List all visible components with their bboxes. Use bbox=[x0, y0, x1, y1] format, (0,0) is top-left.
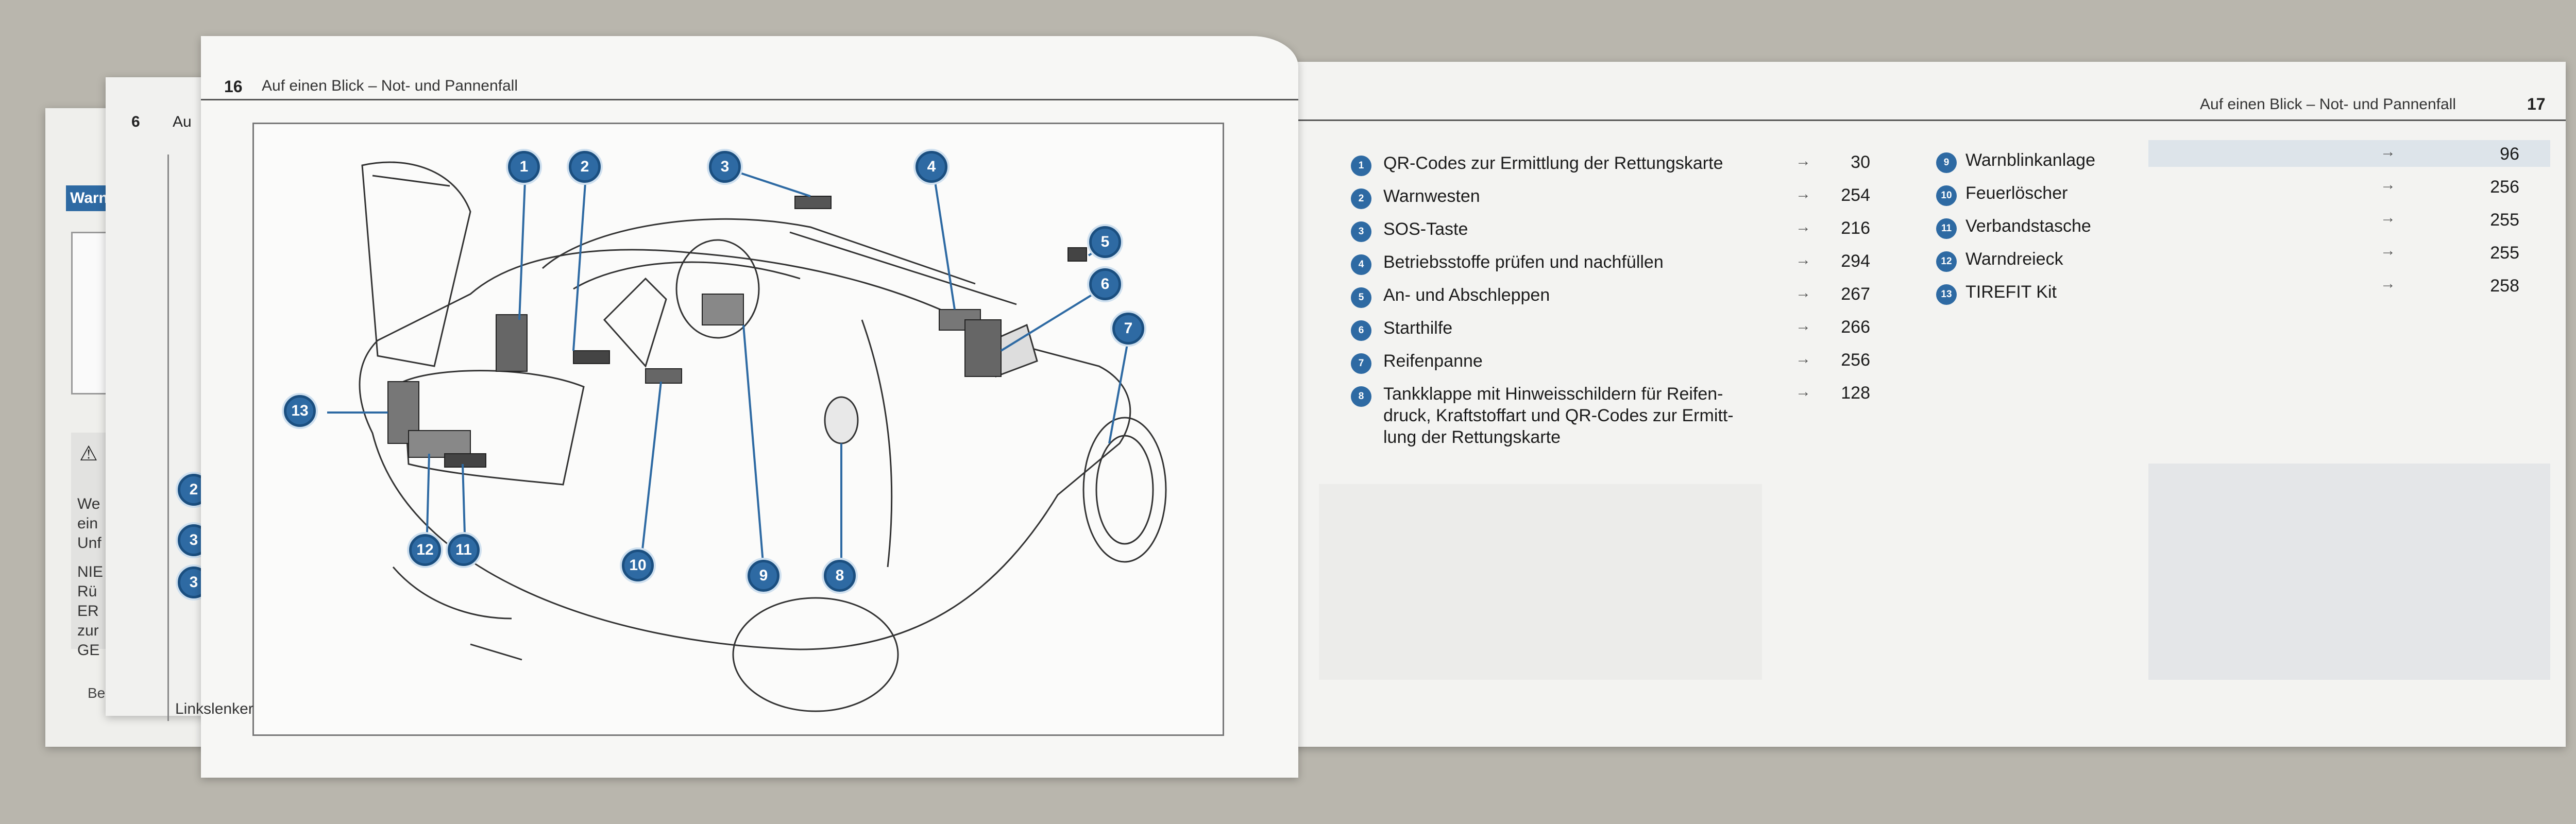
list-item-3-badge: 3 bbox=[1351, 221, 1371, 242]
list-item-13-label: TIREFIT Kit bbox=[1965, 282, 2057, 302]
callout-9: 9 bbox=[748, 560, 779, 592]
list-item-5-page: 267 bbox=[1841, 284, 1870, 304]
list-item-2-label: Warnwesten bbox=[1383, 186, 1480, 206]
list-item-10-page: 256 bbox=[2490, 177, 2519, 197]
list-item-2-badge: 2 bbox=[1351, 188, 1371, 209]
callout-12: 12 bbox=[409, 534, 441, 566]
back-page-header: Au bbox=[173, 113, 192, 130]
list-item-4-page: 294 bbox=[1841, 251, 1870, 271]
list-item-13-badge: 13 bbox=[1936, 284, 1957, 305]
list-item-1-label: QR-Codes zur Ermittlung der Rettungskart… bbox=[1383, 153, 1723, 173]
list-item-10-badge: 10 bbox=[1936, 185, 1957, 206]
left-page-header: Auf einen Blick – Not- und Pannenfall bbox=[262, 77, 518, 94]
callout-10: 10 bbox=[622, 550, 654, 581]
callout-1: 1 bbox=[508, 151, 540, 183]
callout-11: 11 bbox=[448, 534, 480, 566]
list-item-5-badge: 5 bbox=[1351, 287, 1371, 308]
callout-2: 2 bbox=[569, 151, 601, 183]
right-page-header: Auf einen Blick – Not- und Pannenfall bbox=[2200, 96, 2456, 113]
car-illustration bbox=[327, 161, 1167, 712]
list-item-13-page: 258 bbox=[2490, 276, 2519, 296]
callout-7: 7 bbox=[1112, 313, 1144, 345]
list-item-6-badge: 6 bbox=[1351, 320, 1371, 341]
list-item-12-page: 255 bbox=[2490, 243, 2519, 263]
callout-13: 13 bbox=[284, 395, 316, 427]
list-item-12-label: Warndreieck bbox=[1965, 249, 2063, 269]
list-item-8-badge: 8 bbox=[1351, 386, 1371, 407]
list-item-5-label: An- und Abschleppen bbox=[1383, 285, 1550, 305]
warning-tab-label: Warn bbox=[70, 190, 108, 207]
list-item-6-page: 266 bbox=[1841, 317, 1870, 337]
list-item-9-badge: 9 bbox=[1936, 152, 1957, 173]
list-item-3-label: SOS-Taste bbox=[1383, 219, 1468, 239]
list-item-12-badge: 12 bbox=[1936, 251, 1957, 272]
list-item-7-badge: 7 bbox=[1351, 353, 1371, 374]
list-item-10-label: Feuerlöscher bbox=[1965, 183, 2068, 203]
list-item-8-page: 128 bbox=[1841, 383, 1870, 403]
list-item-8-label: Tankklappe mit Hinweisschildern für Reif… bbox=[1383, 384, 1723, 404]
callout-5: 5 bbox=[1089, 226, 1121, 258]
illustration-frame bbox=[252, 123, 1224, 736]
left-page-number: 16 bbox=[224, 77, 243, 96]
back-page-number: 6 bbox=[131, 113, 140, 130]
list-item-2-page: 254 bbox=[1841, 185, 1870, 205]
list-item-11-label: Verbandstasche bbox=[1965, 216, 2091, 236]
list-item-6-label: Starthilfe bbox=[1383, 318, 1453, 338]
callout-4: 4 bbox=[916, 151, 947, 183]
left-page-footer: Linkslenker bbox=[175, 700, 253, 717]
list-item-11-page: 255 bbox=[2490, 210, 2519, 230]
list-item-1-page: 30 bbox=[1851, 152, 1870, 172]
list-item-8-label-line3: lung der Rettungskarte bbox=[1383, 427, 1561, 447]
left-page: 16 Auf einen Blick – Not- und Pannenfall bbox=[175, 36, 1298, 778]
list-item-7-page: 256 bbox=[1841, 350, 1870, 370]
list-item-7-label: Reifenpanne bbox=[1383, 351, 1483, 371]
list-item-3-page: 216 bbox=[1841, 218, 1870, 238]
callout-3: 3 bbox=[709, 151, 741, 183]
list-item-11-badge: 11 bbox=[1936, 218, 1957, 239]
list-item-8-label-line2: druck, Kraftstoffart und QR-Codes zur Er… bbox=[1383, 406, 1734, 425]
callout-6: 6 bbox=[1089, 268, 1121, 300]
right-page: Auf einen Blick – Not- und Pannenfall 17… bbox=[1293, 62, 2566, 747]
list-item-1-badge: 1 bbox=[1351, 156, 1371, 176]
callout-8: 8 bbox=[824, 560, 856, 592]
warning-triangle-icon: ⚠ bbox=[79, 442, 98, 465]
list-item-4-label: Betriebsstoffe prüfen und nachfüllen bbox=[1383, 252, 1664, 272]
list-item-9-page: 96 bbox=[2500, 144, 2519, 164]
list-item-4-badge: 4 bbox=[1351, 254, 1371, 275]
list-item-9-label: Warnblinkanlage bbox=[1965, 150, 2095, 170]
right-page-number: 17 bbox=[2527, 95, 2546, 113]
